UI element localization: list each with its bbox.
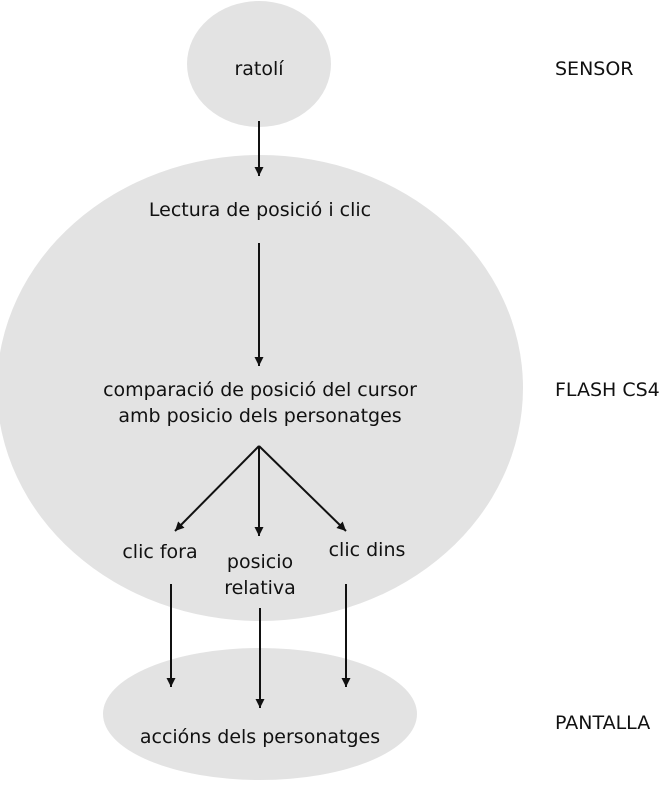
node-relative-line2: relativa [224,577,296,599]
flash-ellipse [0,155,523,621]
sensor-ellipse [187,1,331,127]
node-relative-line1: posicio [226,551,294,573]
layer-label-screen: PANTALLA [555,712,651,734]
arrow-compare-to-outside [174,445,260,532]
node-outside-label: clic fora [122,541,198,563]
arrow-compare-to-inside [258,445,347,532]
layer-label-flash: FLASH CS4 [555,379,660,401]
layer-label-sensor: SENSOR [555,58,634,80]
node-sensor-label: ratolí [234,58,284,80]
node-read-label: Lectura de posició i clic [148,199,372,221]
node-compare-label: comparació de posició del cursor amb pos… [70,377,450,429]
node-actions-label: accións dels personatges [139,726,381,748]
node-compare-line2: amb posicio dels personatges [118,405,402,427]
screen-ellipse [103,648,417,780]
node-compare-line1: comparació de posició del cursor [103,379,417,401]
node-inside-label: clic dins [328,539,406,561]
node-relative-label: posicio relativa [205,549,315,601]
